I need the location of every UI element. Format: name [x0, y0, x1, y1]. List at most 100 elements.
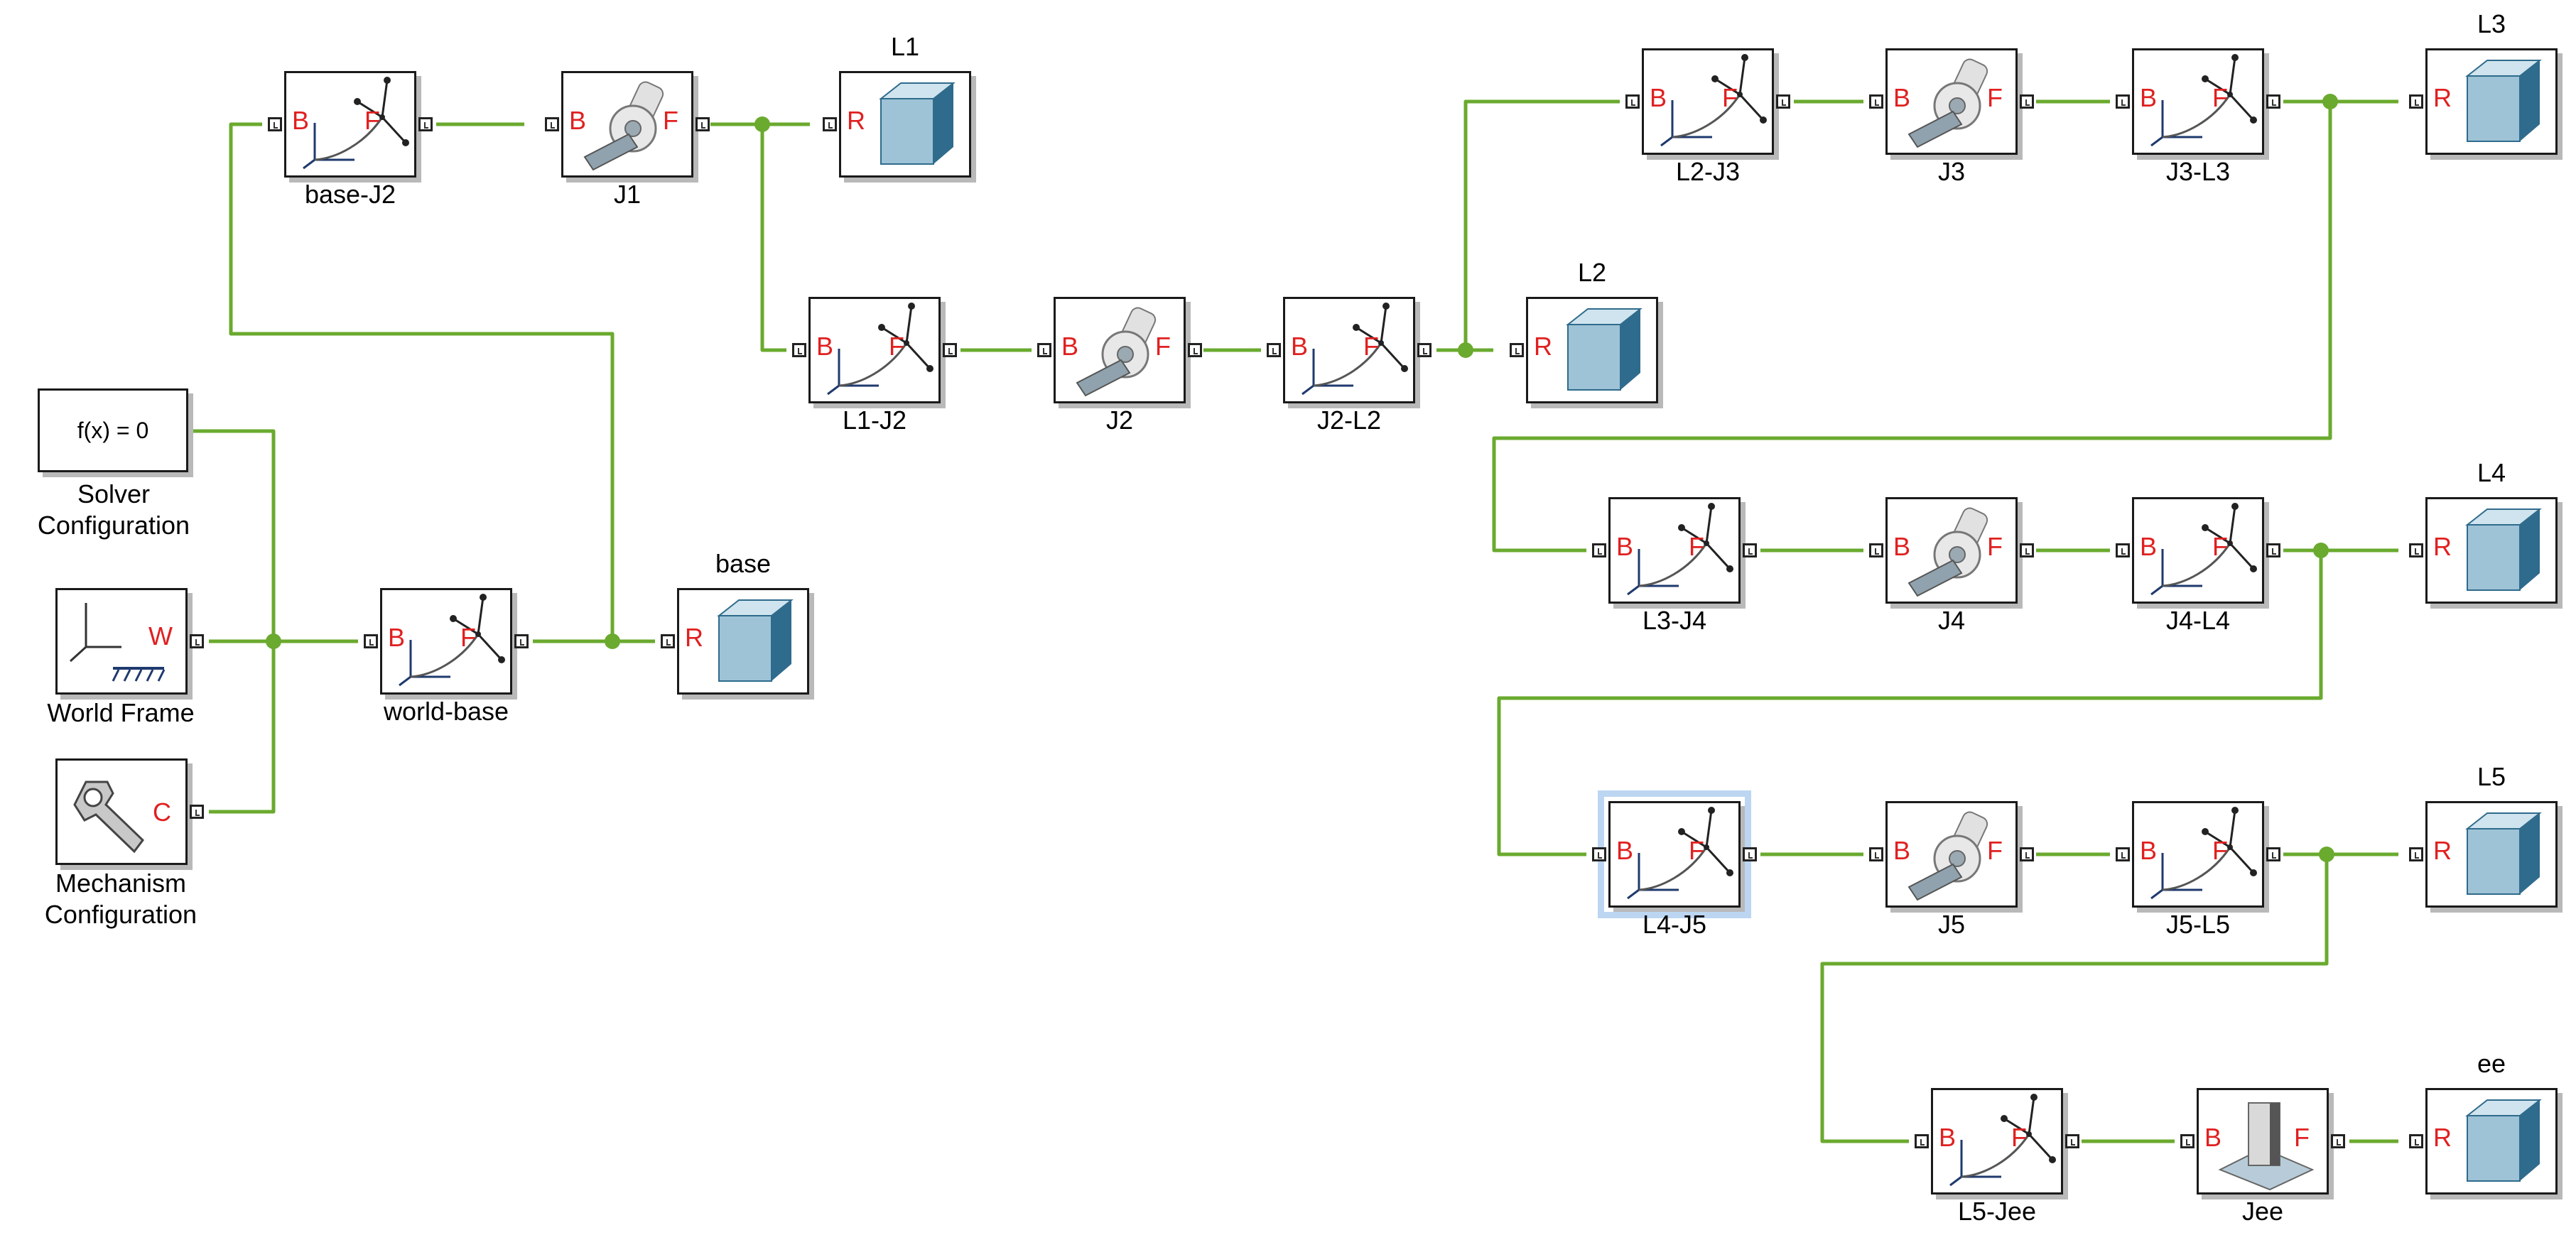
connection-port[interactable] — [2266, 543, 2280, 557]
connection-port[interactable] — [792, 343, 806, 357]
follower-port-letter: F — [2294, 1123, 2310, 1152]
solver-configuration-block[interactable]: f(x) = 0 — [38, 388, 188, 472]
connection-port[interactable] — [1417, 343, 1432, 357]
follower-port-letter: F — [1363, 332, 1379, 361]
connection-port[interactable] — [1743, 543, 1757, 557]
connection-port[interactable] — [661, 634, 675, 648]
connection-port[interactable] — [1267, 343, 1281, 357]
mechanism-configuration-block[interactable]: C — [55, 758, 204, 865]
connection-port[interactable] — [2065, 1134, 2079, 1148]
connection-port[interactable] — [1776, 94, 1790, 109]
connection-port[interactable] — [823, 117, 837, 131]
wrench-icon — [73, 780, 144, 854]
connection-port[interactable] — [943, 343, 957, 357]
solid-block-l2[interactable]: R — [1510, 297, 1658, 403]
solid-body-icon — [717, 599, 794, 682]
connection-port[interactable] — [2409, 94, 2423, 109]
connection-port[interactable] — [268, 117, 282, 131]
junction-node — [2322, 94, 2338, 109]
wire-node-to-basej2 — [229, 122, 615, 641]
mechanism-label: Mechanism Configuration — [7, 868, 234, 930]
body-label: base — [715, 549, 772, 578]
reference-port-letter: R — [2433, 532, 2452, 561]
connection-port[interactable] — [2266, 847, 2280, 861]
mechanism-port[interactable] — [190, 805, 204, 819]
solid-block-l3[interactable]: R — [2409, 48, 2558, 155]
connection-port[interactable] — [2409, 543, 2423, 557]
connection-port[interactable] — [1592, 543, 1606, 557]
connection-port[interactable] — [364, 634, 378, 648]
solid-block-base[interactable]: R — [661, 588, 809, 695]
connection-port[interactable] — [2116, 847, 2130, 861]
base-port-letter: B — [2140, 532, 2158, 561]
connection-port[interactable] — [1869, 543, 1883, 557]
wire-node-to-l3j4 — [1492, 102, 2332, 553]
connection-port[interactable] — [1915, 1134, 1929, 1148]
reference-port-letter: R — [2433, 836, 2452, 865]
connection-port[interactable] — [1869, 847, 1883, 861]
connection-port[interactable] — [1188, 343, 1202, 357]
connection-port[interactable] — [2020, 94, 2034, 109]
follower-port-letter: F — [1987, 83, 2003, 112]
base-port-letter: B — [388, 623, 406, 652]
connection-port[interactable] — [2180, 1134, 2195, 1148]
world-frame-block[interactable]: W — [55, 588, 204, 695]
transform-icon — [2150, 54, 2257, 147]
solid-block-ee[interactable]: R — [2409, 1088, 2558, 1195]
connection-port[interactable] — [1592, 847, 1606, 861]
connection-port[interactable] — [418, 117, 433, 131]
connection-port[interactable] — [545, 117, 559, 131]
connection-port[interactable] — [2266, 94, 2280, 109]
connection-port[interactable] — [1625, 94, 1640, 109]
connection-port[interactable] — [2409, 1134, 2423, 1148]
connection-port[interactable] — [2116, 543, 2130, 557]
connection-port[interactable] — [2020, 543, 2034, 557]
solver-label: Solver Configuration — [7, 479, 220, 541]
solid-body-icon — [2465, 508, 2542, 591]
world-port-letter: W — [148, 621, 173, 651]
connection-port[interactable] — [1743, 847, 1757, 861]
block-label: L1-J2 — [842, 406, 907, 435]
revolute-joint-icon — [1907, 507, 1988, 597]
revolute-joint-icon — [1907, 58, 1988, 148]
solid-block-l1[interactable]: R — [823, 71, 971, 178]
solid-block-l5[interactable]: R — [2409, 801, 2558, 908]
solid-block-l4[interactable]: R — [2409, 497, 2558, 604]
mechanism-label-line1: Mechanism — [55, 869, 187, 898]
follower-port-letter: F — [2212, 83, 2228, 112]
world-frame-port[interactable] — [190, 634, 204, 648]
base-port-letter: B — [292, 106, 310, 135]
connection-port[interactable] — [2331, 1134, 2345, 1148]
connection-port[interactable] — [1510, 343, 1524, 357]
connection-port[interactable] — [2020, 847, 2034, 861]
block-label: J4 — [1937, 606, 1966, 635]
follower-port-letter: F — [1689, 532, 1704, 561]
connection-port[interactable] — [2116, 94, 2130, 109]
connection-port[interactable] — [696, 117, 710, 131]
body-label: L1 — [890, 32, 920, 61]
connection-port[interactable] — [1037, 343, 1051, 357]
connection-port[interactable] — [1869, 94, 1883, 109]
connection-port[interactable] — [2409, 847, 2423, 861]
block-label: L3-J4 — [1642, 606, 1707, 635]
connection-port[interactable] — [514, 634, 529, 648]
